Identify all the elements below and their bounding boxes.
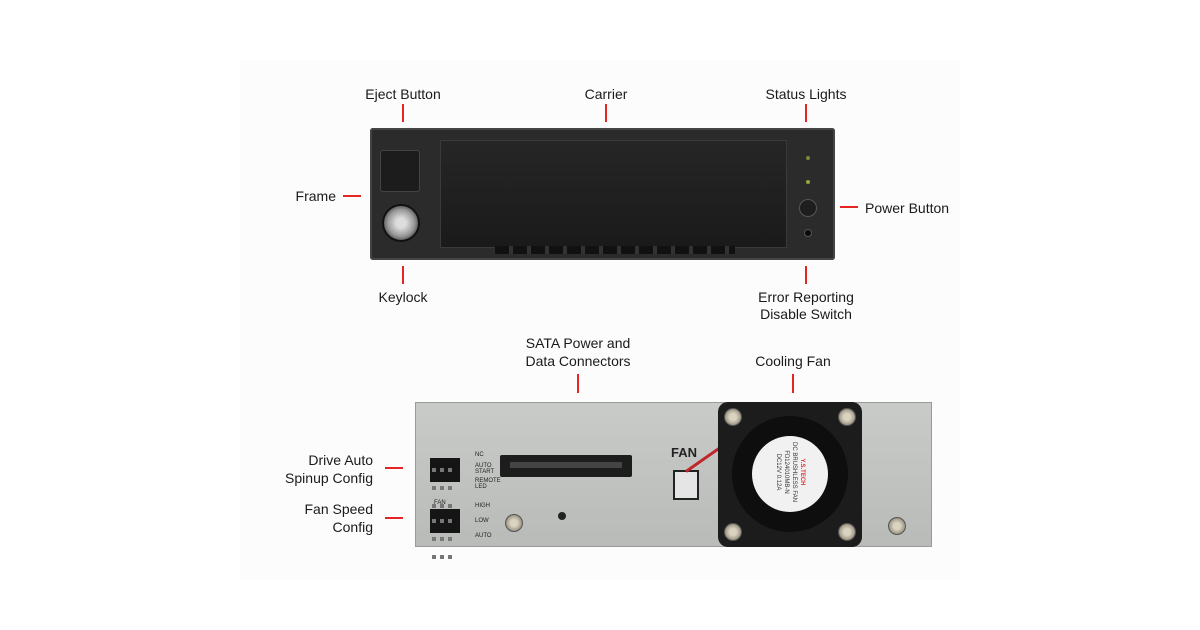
eject-button-label: Eject Button (365, 86, 441, 102)
fan-rating: DC12V 0.12A (775, 453, 781, 491)
callout-line (402, 266, 404, 284)
callout-line (385, 517, 403, 519)
status-lights-label: Status Lights (765, 86, 847, 102)
callout-line (577, 374, 579, 393)
error-disable-switch[interactable] (804, 229, 812, 237)
screw-icon (505, 514, 523, 532)
sata-label-2: Data Connectors (525, 353, 631, 369)
screw-icon (838, 523, 856, 541)
nc-print: NC (475, 452, 484, 458)
fan-connector-print: FAN (671, 445, 697, 460)
fan-header-print: FAN (434, 500, 446, 506)
screw-icon (838, 408, 856, 426)
fan-connector (673, 470, 699, 500)
fan-speed-label-2: Config (332, 519, 373, 535)
screw-icon (888, 517, 906, 535)
spinup-jumper[interactable] (430, 458, 460, 508)
drive-auto-label-2: Spinup Config (285, 470, 373, 486)
high-print: HIGH (475, 503, 490, 509)
status-light (806, 156, 810, 160)
auto-print: AUTO (475, 533, 492, 539)
eject-button[interactable] (380, 150, 420, 192)
remote-led-print: REMOTE LED (475, 478, 501, 490)
keylock[interactable] (382, 204, 420, 242)
callout-line (605, 104, 607, 122)
callout-line (805, 104, 807, 122)
keylock-label: Keylock (378, 289, 428, 305)
power-button-label: Power Button (865, 200, 950, 216)
error-switch-label-1: Error Reporting (758, 289, 854, 305)
callout-line (792, 374, 794, 393)
cooling-fan: Y.S.TECH DC BRUSHLESS FAN FD124010MB-N D… (718, 402, 862, 547)
callout-line (402, 104, 404, 122)
carrier (440, 140, 787, 248)
status-light (806, 180, 810, 184)
sata-connector (500, 455, 632, 477)
fan-speed-jumper[interactable] (430, 509, 460, 559)
low-print: LOW (475, 518, 489, 524)
fan-speed-label-1: Fan Speed (304, 501, 374, 517)
error-switch-label-2: Disable Switch (760, 306, 852, 322)
frame-label: Frame (295, 188, 336, 204)
fan-model: FD124010MB-N (783, 450, 789, 494)
carrier-label: Carrier (584, 86, 628, 102)
carrier-vents (495, 246, 735, 254)
fan-type: DC BRUSHLESS FAN (791, 441, 797, 502)
mount-hole (558, 512, 566, 520)
callout-line (840, 206, 858, 208)
fan-sticker: Y.S.TECH DC BRUSHLESS FAN FD124010MB-N D… (752, 436, 828, 512)
screw-icon (724, 408, 742, 426)
auto-start-print: AUTO START (475, 463, 495, 475)
power-button[interactable] (799, 199, 817, 217)
callout-line (385, 467, 403, 469)
screw-icon (724, 523, 742, 541)
callout-line (805, 266, 807, 284)
drive-auto-label-1: Drive Auto (308, 452, 373, 468)
cooling-fan-label: Cooling Fan (755, 353, 831, 369)
sata-label-1: SATA Power and (525, 335, 631, 351)
callout-line (343, 195, 361, 197)
fan-brand: Y.S.TECH (799, 458, 805, 486)
